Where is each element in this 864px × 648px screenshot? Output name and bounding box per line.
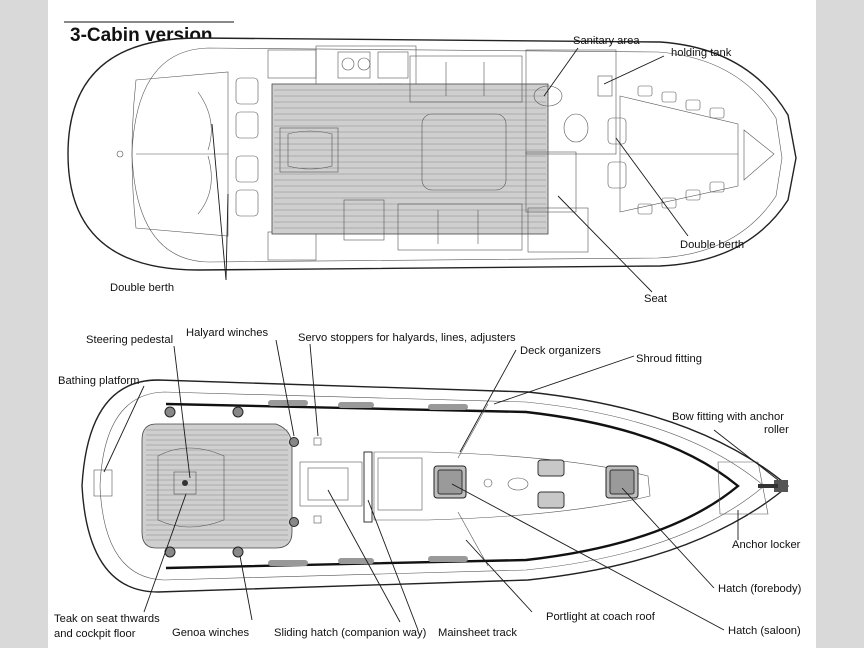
label-holding-tank: holding tank	[671, 47, 732, 59]
steering-pedestal	[173, 471, 197, 495]
label-servo-stoppers: Servo stoppers for halyards, lines, adju…	[298, 332, 516, 344]
label-genoa-winches: Genoa winches	[172, 627, 250, 639]
locker-cushion	[685, 99, 701, 111]
saloon-settee-stbd	[397, 203, 523, 251]
locker-cushion	[709, 181, 725, 193]
locker-cushion	[661, 91, 677, 103]
label-seat: Seat	[644, 293, 668, 305]
label-steering-pedestal: Steering pedestal	[86, 334, 173, 346]
cockpit-teak	[141, 423, 293, 549]
label-bow-fitting-2: roller	[764, 424, 789, 436]
deck-plan-diagram: 3-Cabin version	[54, 21, 802, 640]
label-mainsheet-track: Mainsheet track	[438, 627, 517, 639]
label-portlight: Portlight at coach roof	[546, 611, 656, 623]
bathing-platform	[93, 469, 113, 497]
drawing-sheet: 3-Cabin version	[48, 0, 816, 648]
label-bow-fitting-1: Bow fitting with anchor	[672, 411, 784, 423]
fwd-double-berth	[619, 95, 739, 213]
label-halyard-winches: Halyard winches	[186, 327, 268, 339]
label-anchor-locker: Anchor locker	[732, 539, 801, 551]
label-double-berth-aft: Double berth	[110, 282, 174, 294]
deck-leaders	[103, 339, 779, 631]
anchor-locker	[717, 461, 769, 515]
winches	[164, 406, 299, 558]
label-sliding-hatch: Sliding hatch (companion way)	[274, 627, 427, 639]
label-hatch-forebody: Hatch (forebody)	[718, 583, 802, 595]
locker-cushion	[637, 85, 653, 97]
label-sanitary-area: Sanitary area	[573, 35, 640, 47]
cabin-floor	[271, 83, 549, 235]
locker-cushion	[661, 197, 677, 209]
holding-tank	[597, 75, 613, 97]
label-double-berth-fwd: Double berth	[680, 239, 744, 251]
label-deck-organizers: Deck organizers	[520, 345, 601, 357]
sanitary-area	[525, 49, 617, 155]
interior-leaders	[211, 47, 689, 293]
bow-fitting	[774, 480, 788, 492]
aft-cushions	[235, 77, 259, 217]
label-bathing-platform: Bathing platform	[58, 375, 139, 387]
label-hatch-saloon: Hatch (saloon)	[728, 625, 801, 637]
portlight-stbd	[537, 491, 565, 509]
locker-cushion	[685, 189, 701, 201]
label-teak-line2: and cockpit floor	[54, 628, 136, 640]
aft-double-berth	[131, 71, 229, 237]
deck-layout: Steering pedestal Halyard winches Servo …	[54, 327, 802, 640]
interior-layout: Sanitary area holding tank Double berth …	[67, 35, 797, 305]
sliding-hatch	[299, 461, 363, 507]
label-shroud-fitting: Shroud fitting	[636, 353, 702, 365]
mainsheet-track	[363, 451, 373, 523]
label-teak-line1: Teak on seat thwards	[54, 613, 160, 625]
saloon-settee-port	[409, 55, 523, 103]
portlight-port	[537, 459, 565, 477]
locker-cushion	[637, 203, 653, 215]
locker-cushion	[709, 107, 725, 119]
saloon-table	[421, 113, 507, 191]
